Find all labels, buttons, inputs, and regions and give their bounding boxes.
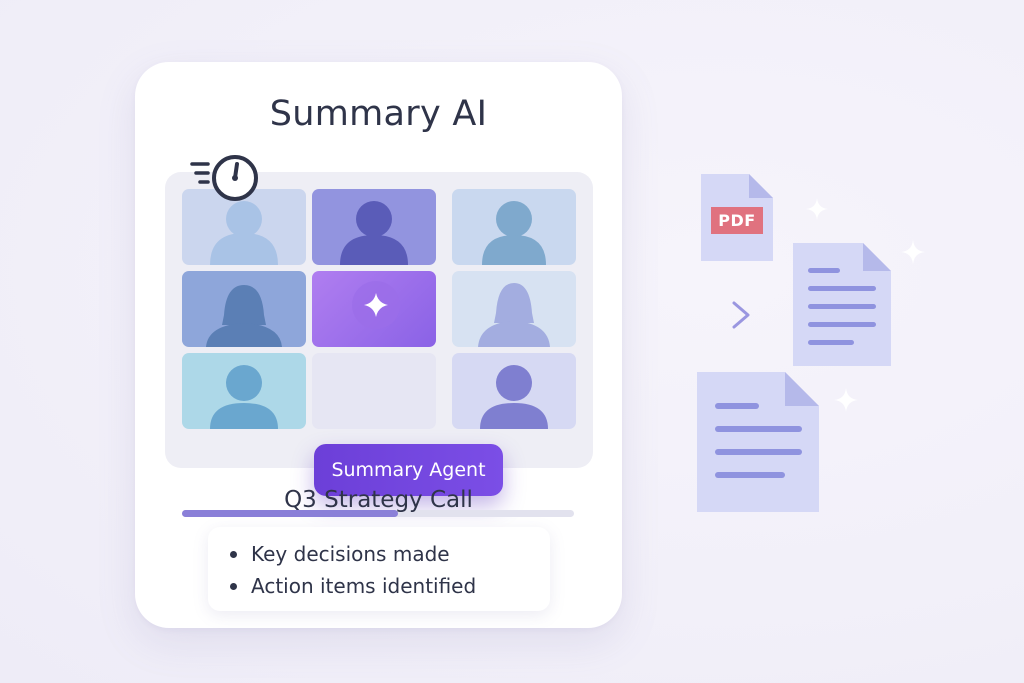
- video-grid: Summary Agent: [165, 172, 593, 517]
- sparkle-icon: [834, 388, 858, 412]
- person-icon: [480, 365, 548, 429]
- note-item: Key decisions made: [230, 538, 550, 570]
- progress-bar: [182, 510, 574, 517]
- bullet-icon: [230, 582, 237, 590]
- summary-document[interactable]: [793, 243, 891, 366]
- person-icon: [210, 365, 278, 429]
- bullet-icon: [230, 550, 237, 558]
- note-text: Action items identified: [251, 574, 477, 598]
- person-icon: [210, 201, 278, 265]
- stopwatch-icon: [190, 155, 258, 201]
- participant-tile[interactable]: [182, 271, 306, 347]
- sparkle-icon: [901, 240, 925, 264]
- app-title: Summary AI: [269, 94, 488, 134]
- note-text: Key decisions made: [251, 542, 450, 566]
- note-item: Action items identified: [230, 570, 550, 602]
- person-icon: [206, 285, 282, 347]
- document-icon: [793, 243, 891, 366]
- progress-fill: [182, 510, 398, 517]
- person-icon: [478, 283, 550, 347]
- document-icon: [697, 372, 819, 512]
- summary-card: Summary AI: [135, 62, 622, 628]
- summary-document[interactable]: [697, 372, 819, 512]
- participant-tile[interactable]: [312, 189, 436, 265]
- pdf-badge: PDF: [711, 207, 763, 234]
- sparkle-icon: [352, 281, 400, 329]
- sparkle-icon: [806, 198, 828, 220]
- person-icon: [340, 201, 408, 265]
- pdf-document[interactable]: PDF: [701, 174, 773, 261]
- meeting-title: Q3 Strategy Call: [284, 487, 473, 513]
- person-icon: [482, 201, 546, 265]
- participant-tile[interactable]: [182, 189, 306, 265]
- summary-notes: Key decisions made Action items identifi…: [208, 527, 550, 611]
- participant-tile[interactable]: [452, 271, 576, 347]
- participant-tile[interactable]: [312, 353, 436, 429]
- arrow-right-icon: [668, 301, 750, 329]
- summary-agent-button[interactable]: Summary Agent: [314, 444, 503, 496]
- participant-tile[interactable]: [452, 189, 576, 265]
- participant-tile[interactable]: [182, 353, 306, 429]
- participant-tile[interactable]: [452, 353, 576, 429]
- agent-tile[interactable]: [312, 271, 436, 347]
